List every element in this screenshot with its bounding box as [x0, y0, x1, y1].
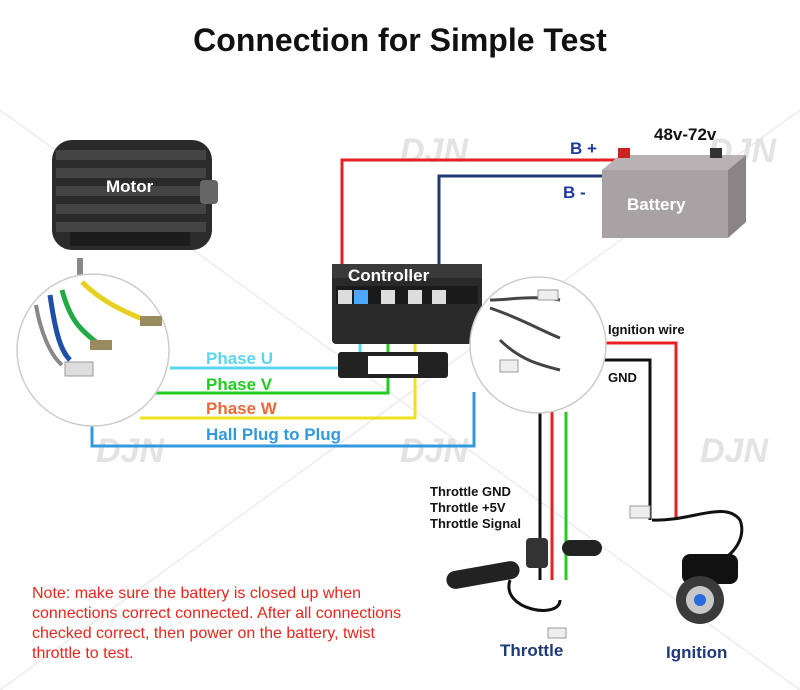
watermarks: DJN DJN DJN DJN DJN: [96, 132, 777, 470]
battery-wires: [340, 158, 622, 300]
ignition-label: Ignition: [666, 643, 727, 662]
battery-positive-label: B +: [570, 139, 597, 158]
hall-label: Hall Plug to Plug: [206, 425, 341, 444]
battery-label: Battery: [627, 195, 686, 214]
battery-voltage-label: 48v-72v: [654, 125, 717, 144]
controller-image: Controller: [332, 264, 482, 378]
throttle-5v-label: Throttle +5V: [430, 500, 506, 515]
watermark-text: DJN: [400, 432, 469, 470]
harness-bubble: [469, 276, 607, 414]
controller-label: Controller: [348, 266, 430, 285]
motor-connector-bubble: [16, 273, 170, 427]
phase-w-label: Phase W: [206, 399, 278, 418]
throttle-image: [446, 538, 602, 639]
phase-v-label: Phase V: [206, 375, 273, 394]
ignition-wire-label: Ignition wire: [608, 322, 685, 337]
battery-negative-label: B -: [563, 183, 586, 202]
throttle-label: Throttle: [500, 641, 563, 660]
motor-label: Motor: [106, 177, 154, 196]
hall-wire: [90, 392, 476, 448]
ignition-image: [629, 505, 738, 624]
gnd-label: GND: [608, 370, 637, 385]
page-title: Connection for Simple Test: [193, 22, 607, 58]
safety-note: Note: make sure the battery is closed up…: [32, 585, 402, 662]
phase-u-label: Phase U: [206, 349, 273, 368]
motor-image: Motor: [52, 140, 218, 343]
battery-image: Battery: [602, 148, 746, 238]
watermark-text: DJN: [96, 432, 165, 470]
throttle-signal-label: Throttle Signal: [430, 516, 521, 531]
watermark-text: DJN: [400, 132, 469, 170]
battery-positive-wire: [340, 158, 622, 300]
battery-negative-wire: [437, 174, 622, 300]
watermark-text: DJN: [700, 432, 769, 470]
throttle-gnd-label: Throttle GND: [430, 484, 511, 499]
